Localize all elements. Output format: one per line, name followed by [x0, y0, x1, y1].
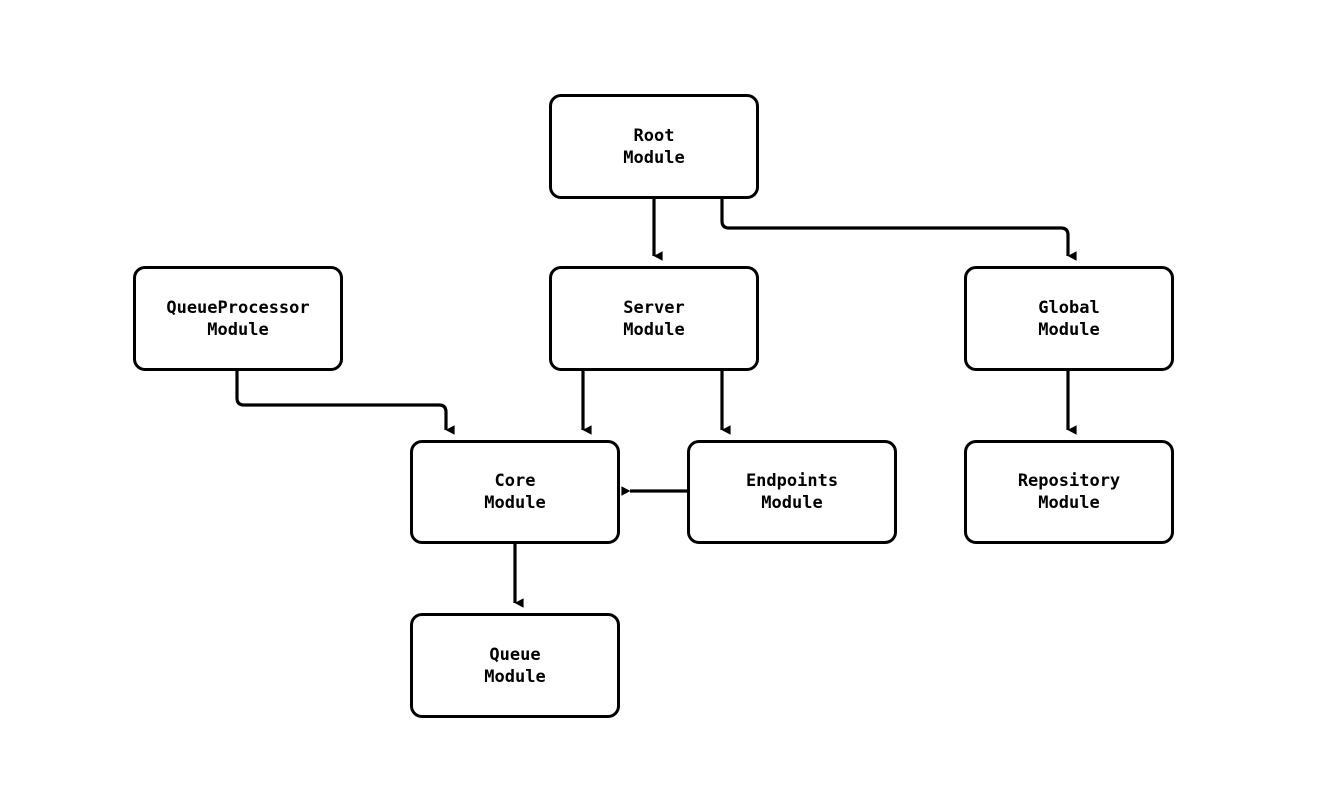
node-server-module-line1: Server	[623, 297, 685, 318]
node-global-module-line1: Global	[1038, 297, 1100, 318]
node-repository-module[interactable]: Repository Module	[964, 440, 1174, 544]
node-server-module[interactable]: Server Module	[549, 266, 759, 371]
edge-root-to-global	[720, 199, 1077, 261]
node-root-module[interactable]: Root Module	[549, 94, 759, 199]
node-root-module-line1: Root	[633, 125, 675, 146]
node-queueprocessor-module-line1: QueueProcessor	[166, 297, 310, 318]
node-endpoints-module-line2: Module	[761, 493, 823, 513]
node-queue-module[interactable]: Queue Module	[410, 613, 620, 718]
node-server-module-line2: Module	[623, 319, 685, 340]
edge-queueprocessor-to-core	[235, 371, 455, 435]
node-queueprocessor-module-line2: Module	[207, 319, 269, 340]
node-endpoints-module-line1: Endpoints	[745, 471, 839, 491]
node-endpoints-module[interactable]: Endpoints Module	[687, 440, 897, 544]
node-global-module-line2: Module	[1038, 319, 1100, 340]
node-queueprocessor-module[interactable]: QueueProcessor Module	[133, 266, 343, 371]
node-root-module-line2: Module	[623, 147, 685, 168]
node-repository-module-line2: Module	[1038, 493, 1100, 513]
node-queue-module-line2: Module	[484, 666, 546, 687]
node-repository-module-line1: Repository	[1017, 471, 1121, 491]
node-core-module[interactable]: Core Module	[410, 440, 620, 544]
node-core-module-line1: Core	[494, 471, 536, 491]
node-core-module-line2: Module	[484, 493, 546, 513]
node-queue-module-line1: Queue	[489, 644, 541, 665]
node-global-module[interactable]: Global Module	[964, 266, 1174, 371]
